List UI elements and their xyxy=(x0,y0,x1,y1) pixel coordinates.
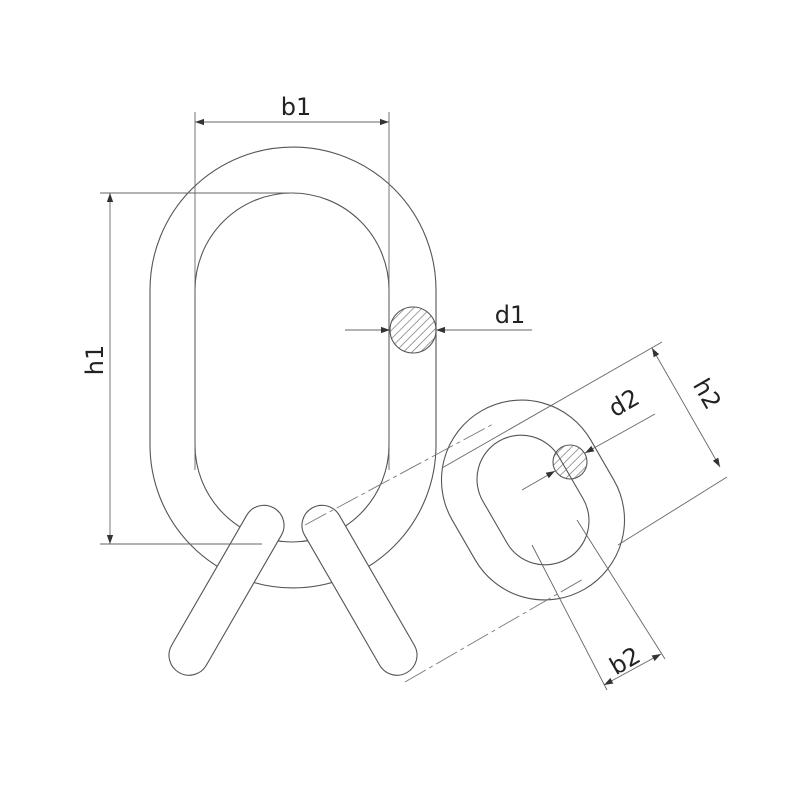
h2-extension-bottom xyxy=(617,476,728,546)
label-b1: b1 xyxy=(281,93,312,121)
d2-leader-lower xyxy=(521,470,556,491)
h2-extension-top xyxy=(441,341,663,469)
h2-dimension-line xyxy=(651,347,721,468)
label-h1: h1 xyxy=(81,345,109,375)
d2-leader-upper xyxy=(584,413,656,454)
b2-extension-right xyxy=(576,519,666,660)
center-lines xyxy=(304,422,586,683)
d1-section-hatched xyxy=(389,306,437,354)
intermediate-link-leg-right xyxy=(301,504,418,676)
master-link xyxy=(149,146,437,589)
master-link-outer-contour xyxy=(149,146,437,589)
label-h2: h2 xyxy=(687,374,726,414)
intermediate-links xyxy=(168,504,418,676)
label-d1: d1 xyxy=(495,301,526,329)
small-link-outer-contour xyxy=(440,399,626,601)
master-link-inner-contour xyxy=(194,192,390,543)
d2-section-hatched xyxy=(552,444,588,480)
intermediate-link-leg-left xyxy=(168,504,285,676)
label-b2: b2 xyxy=(605,641,645,681)
dimensions xyxy=(100,112,728,691)
center-line-lower xyxy=(404,577,586,683)
b2-extension-left xyxy=(531,544,608,691)
small-link-inner-contour xyxy=(476,434,590,566)
b2-dimension-line xyxy=(603,653,662,686)
label-d2: d2 xyxy=(604,383,644,423)
